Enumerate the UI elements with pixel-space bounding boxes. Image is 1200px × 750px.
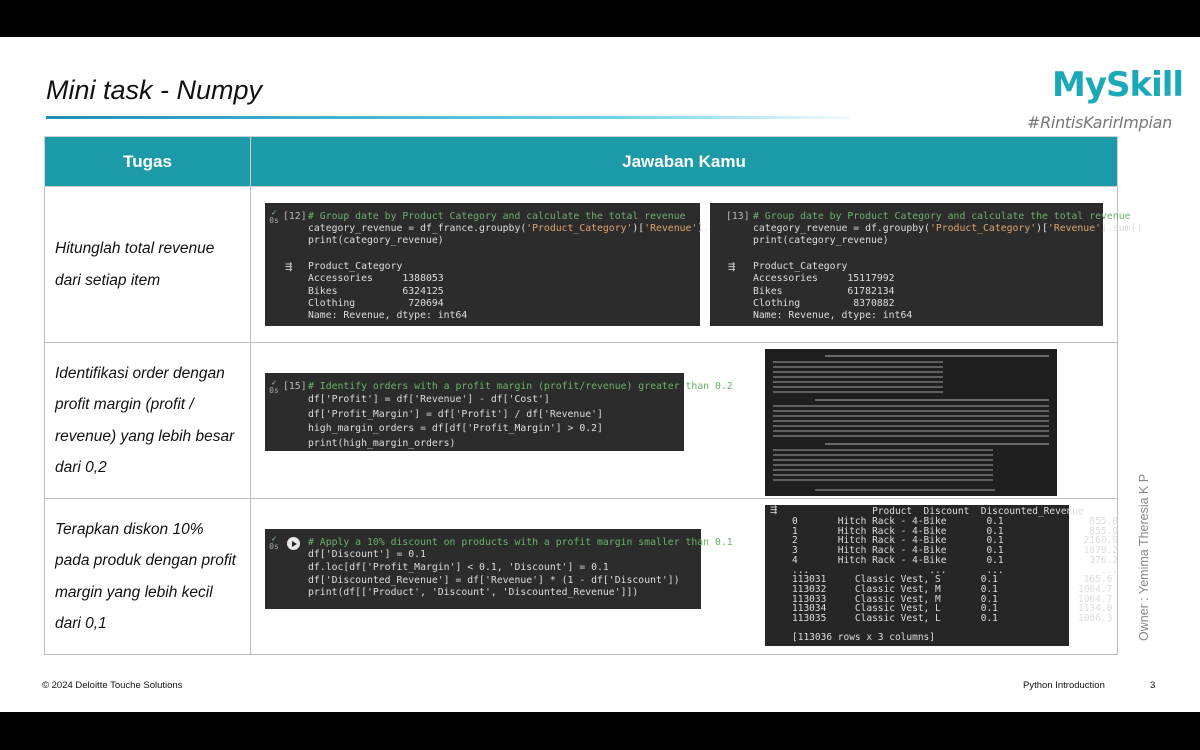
discount-output: ⇶ Product Discount Discounted_Revenue 0 … bbox=[765, 502, 1118, 646]
code-comment: # Group date by Product Category and cal… bbox=[308, 211, 686, 222]
code-cell-12: ✓0s [12] # Group date by Product Categor… bbox=[265, 203, 739, 326]
header-task: Tugas bbox=[44, 136, 251, 187]
answer-2: ✓0s [15] # Identify orders with a profit… bbox=[250, 342, 1118, 499]
tagline: #RintisKarirImpian bbox=[1027, 113, 1172, 132]
footer-course: Python Introduction bbox=[1023, 680, 1105, 691]
owner-label: Owner : Yemima Theresia K P bbox=[1137, 473, 1151, 641]
table-row: Terapkan diskon 10% pada produk dengan p… bbox=[44, 498, 1118, 655]
cell-number: [12] bbox=[283, 211, 307, 222]
code-cell-13: [13] # Group date by Product Category an… bbox=[710, 203, 1142, 326]
task-3: Terapkan diskon 10% pada produk dengan p… bbox=[44, 498, 251, 655]
exec-check-icon: ✓0s bbox=[269, 534, 279, 551]
cell-number: [13] bbox=[726, 211, 750, 222]
output-icon: ⇶ bbox=[770, 502, 778, 516]
header-answer: Jawaban Kamu bbox=[250, 136, 1118, 187]
code-line: category_revenue = df.groupby('Product_C… bbox=[753, 223, 1143, 234]
cell-output: Product_Category Accessories 1388053 Bik… bbox=[308, 261, 468, 322]
answer-3: ✓0s # Apply a 10% discount on products w… bbox=[250, 498, 1118, 655]
slide-title: Mini task - Numpy bbox=[46, 75, 263, 105]
task-1: Hitunglah total revenue dari setiap item bbox=[44, 186, 251, 343]
exec-check-icon: ✓0s bbox=[269, 378, 279, 395]
code-comment: # Apply a 10% discount on products with … bbox=[308, 537, 733, 548]
slide: Mini task - Numpy MySkill #RintisKarirIm… bbox=[0, 37, 1200, 712]
output-icon: ⇶ bbox=[728, 259, 736, 273]
myskill-logo: MySkill bbox=[1052, 65, 1184, 105]
code-line: category_revenue = df_france.groupby('Pr… bbox=[308, 223, 739, 234]
footer-copyright: © 2024 Deloitte Touche Solutions bbox=[42, 680, 183, 691]
code-block: df['Profit'] = df['Revenue'] - df['Cost'… bbox=[308, 394, 603, 449]
cell-number: [15] bbox=[283, 381, 307, 392]
code-cell-16: ✓0s # Apply a 10% discount on products w… bbox=[265, 529, 733, 609]
output-rows: 0 Hitch Rack - 4-Bike 0.1 855.0 1 Hitch … bbox=[792, 516, 1119, 644]
cell-output: Product_Category Accessories 15117992 Bi… bbox=[753, 261, 913, 322]
table-row: Hitunglah total revenue dari setiap item… bbox=[44, 186, 1142, 343]
code-line: print(category_revenue) bbox=[753, 235, 889, 246]
title-underline bbox=[46, 116, 850, 119]
task-2: Identifikasi order dengan profit margin … bbox=[44, 342, 251, 499]
code-comment: # Identify orders with a profit margin (… bbox=[308, 381, 733, 392]
run-cell-button[interactable] bbox=[287, 537, 300, 550]
dataframe-output-thumbnail bbox=[765, 349, 1057, 496]
exec-check-icon: ✓0s bbox=[269, 208, 279, 225]
table-row: Identifikasi order dengan profit margin … bbox=[44, 342, 1118, 499]
answer-1: ✓0s [12] # Group date by Product Categor… bbox=[250, 186, 1142, 343]
task-table: Tugas Jawaban Kamu Hitunglah total reven… bbox=[44, 136, 1142, 655]
code-cell-15: ✓0s [15] # Identify orders with a profit… bbox=[265, 373, 733, 451]
code-block: df['Discount'] = 0.1 df.loc[df['Profit_M… bbox=[308, 549, 680, 599]
output-header: Product Discount Discounted_Revenue bbox=[792, 506, 1084, 517]
page-number: 3 bbox=[1150, 680, 1156, 691]
code-comment: # Group date by Product Category and cal… bbox=[753, 211, 1131, 222]
output-icon: ⇶ bbox=[285, 259, 293, 273]
code-line: print(category_revenue) bbox=[308, 235, 444, 246]
